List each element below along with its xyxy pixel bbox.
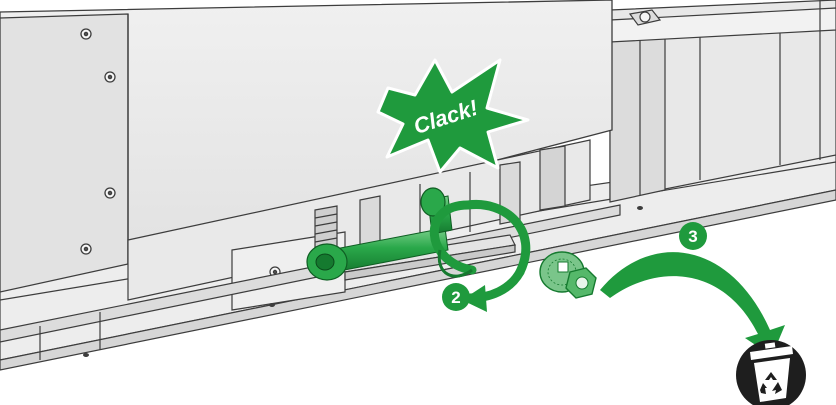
- step-3-badge: 3: [679, 222, 707, 250]
- step-3-number: 3: [688, 227, 697, 246]
- curved-arrow-icon: [600, 252, 785, 356]
- recycle-bin-icon: [736, 340, 806, 405]
- step-2-number: 2: [451, 288, 460, 307]
- nut-washer-icon: [540, 252, 596, 298]
- step-2-badge: 2: [442, 283, 470, 311]
